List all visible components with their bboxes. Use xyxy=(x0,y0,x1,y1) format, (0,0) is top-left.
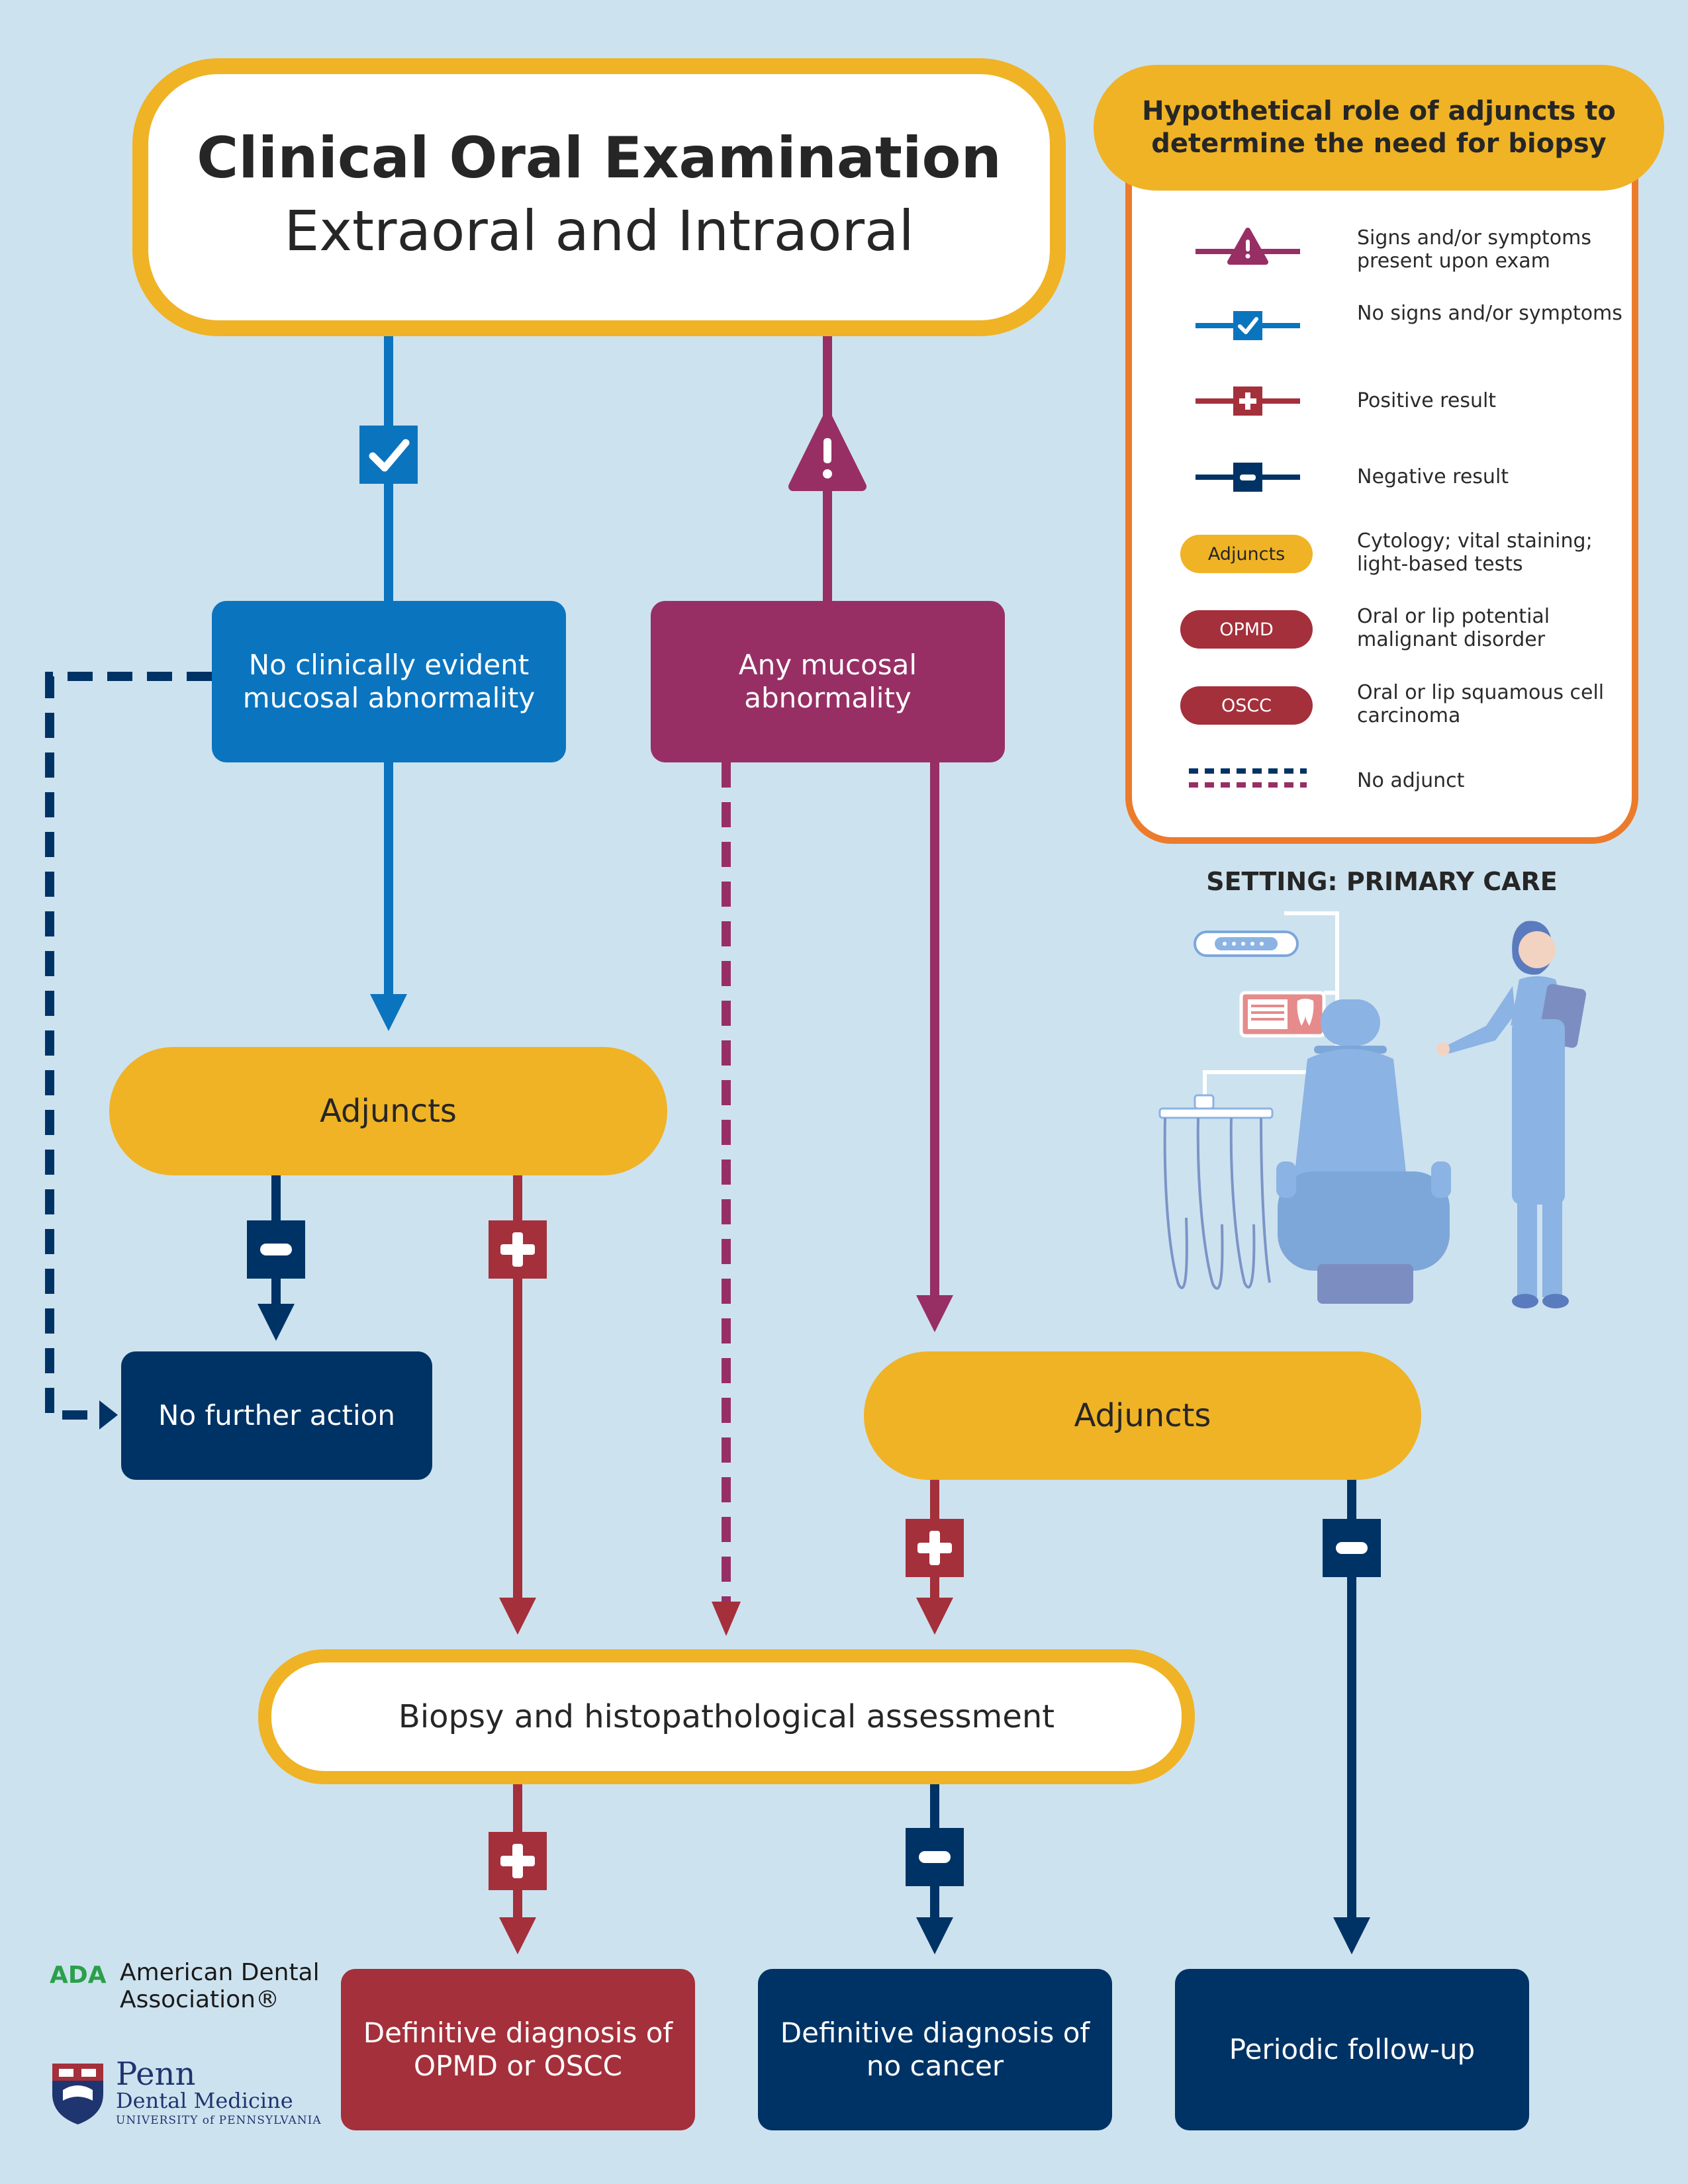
minus-icon xyxy=(247,1220,305,1279)
legend-dashed-line-icon xyxy=(1189,768,1307,788)
setting-label: SETTING: PRIMARY CARE xyxy=(1206,867,1558,896)
penn-shield-icon xyxy=(52,2064,103,2124)
node-biopsy: Biopsy and histopathological assessment xyxy=(258,1649,1195,1784)
legend-pill-opmd: OPMD xyxy=(1180,610,1313,649)
plus-icon xyxy=(489,1220,547,1279)
check-icon xyxy=(359,426,418,484)
dentist-icon xyxy=(1436,921,1587,1308)
legend-text-no-signs: No signs and/or symptoms xyxy=(1357,302,1622,325)
legend-text-oscc: Oral or lip squamous cell carcinoma xyxy=(1357,681,1605,728)
penn-school: Dental Medicine xyxy=(116,2088,293,2113)
legend-minus-icon xyxy=(1196,463,1300,492)
page-subtitle: Extraoral and Intraoral xyxy=(284,198,914,263)
node-periodic-followup: Periodic follow-up xyxy=(1175,1969,1529,2130)
node-any-abnormality: Any mucosal abnormality xyxy=(651,601,1005,762)
legend-plus-icon xyxy=(1196,387,1300,416)
legend-text-no-adjunct: No adjunct xyxy=(1357,769,1465,792)
warning-icon xyxy=(788,412,867,491)
node-diagnosis-no-cancer: Definitive diagnosis of no cancer xyxy=(758,1969,1112,2130)
xray-monitor-icon xyxy=(1239,991,1337,1038)
legend-warning-icon xyxy=(1196,228,1300,265)
ada-logo-name: American Dental Association® xyxy=(120,1959,320,2014)
plus-icon xyxy=(906,1519,964,1577)
penn-name: Penn xyxy=(116,2056,196,2093)
arrowhead-no-further-action xyxy=(99,1400,118,1430)
page-title: Clinical Oral Examination xyxy=(197,124,1002,191)
node-adjuncts-right: Adjuncts xyxy=(864,1351,1421,1480)
node-diagnosis-opmd-oscc: Definitive diagnosis of OPMD or OSCC xyxy=(341,1969,695,2130)
title-box: Clinical Oral Examination Extraoral and … xyxy=(132,58,1066,336)
legend-header: Hypothetical role of adjuncts to determi… xyxy=(1094,65,1664,191)
legend-text-adjuncts: Cytology; vital staining; light-based te… xyxy=(1357,529,1593,576)
minus-icon xyxy=(906,1828,964,1886)
legend-text-signs: Signs and/or symptoms present upon exam xyxy=(1357,226,1591,273)
penn-dental-logo: Penn Dental Medicine UNIVERSITY of PENNS… xyxy=(50,2058,328,2138)
legend-text-opmd: Oral or lip potential malignant disorder xyxy=(1357,605,1550,652)
dental-lamp-icon xyxy=(1194,911,1339,1026)
minus-icon xyxy=(1323,1519,1381,1577)
legend-text-negative: Negative result xyxy=(1357,465,1509,488)
legend-pill-oscc: OSCC xyxy=(1180,686,1313,725)
dental-chair-icon xyxy=(1276,999,1451,1304)
penn-university: UNIVERSITY of PENNSYLVANIA xyxy=(116,2114,322,2127)
connector-dashed-no-adjunct-left xyxy=(45,672,212,1420)
ada-logo-mark: ADA xyxy=(50,1962,107,1989)
node-adjuncts-left: Adjuncts xyxy=(109,1047,667,1175)
dental-clinic-illustration xyxy=(1158,911,1587,1308)
legend-text-positive: Positive result xyxy=(1357,389,1497,412)
node-no-abnormality: No clinically evident mucosal abnormalit… xyxy=(212,601,566,762)
legend-check-icon xyxy=(1196,311,1300,340)
node-no-further-action: No further action xyxy=(121,1351,432,1480)
plus-icon xyxy=(489,1832,547,1890)
legend-pill-adjuncts: Adjuncts xyxy=(1180,535,1313,573)
arrowhead-dashed-biopsy xyxy=(712,1602,741,1636)
legend-symbols xyxy=(1189,228,1307,788)
